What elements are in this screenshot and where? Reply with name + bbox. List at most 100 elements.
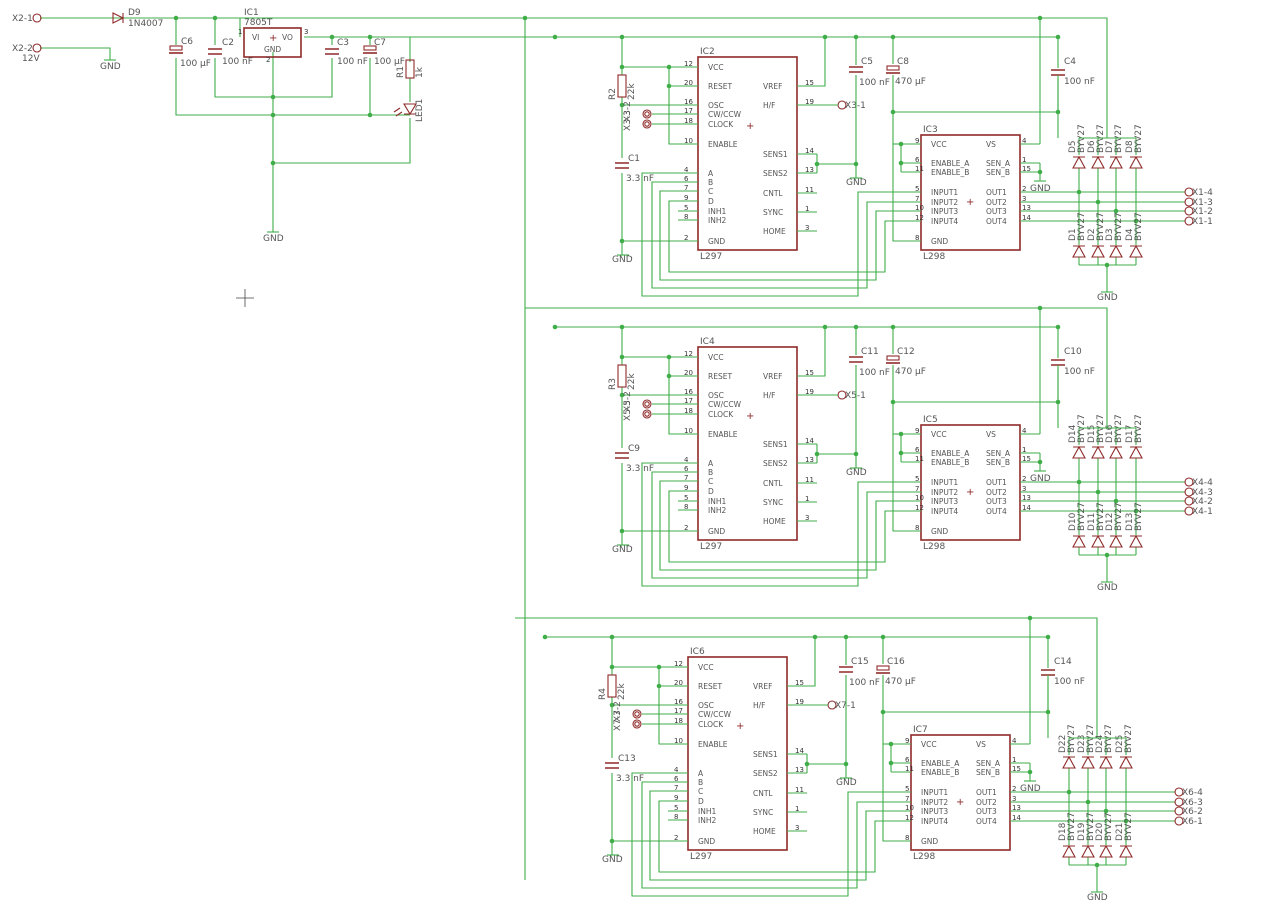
diode-type: BYV27 [1134,124,1144,153]
resistor [617,74,627,98]
pin-number-l298: 14 [1022,504,1031,512]
pin-name-l298: OUT3 [986,497,1007,506]
pin-name-l298: OUT2 [986,488,1007,497]
diode-name: D17 [1125,425,1135,443]
capacitor-c6: C6 100 µF [169,37,211,69]
gnd-label: GND [836,778,857,788]
pin-name-l297: INH1 [708,207,726,216]
svg-text:100 nF: 100 nF [337,57,368,67]
pin-number-l297: 5 [684,494,688,502]
connector-label: X3-2 [623,101,633,122]
capacitor-value: 100 nF [859,368,890,378]
pin-number-l297: 6 [684,175,689,183]
capacitor-c7: C7 100 µF [363,38,405,67]
svg-text:100 µF: 100 µF [180,59,211,69]
pin-number-l297: 2 [674,834,678,842]
diode-bottom [1072,534,1086,548]
pin-name-l297: SENS2 [763,459,788,468]
capacitor-vs [1041,669,1055,676]
pin-name-l297: B [708,178,713,187]
pin-name-l298: OUT2 [976,798,997,807]
capacitor-name: C4 [1064,57,1076,67]
diode-bottom [1091,534,1105,548]
connector-output [1174,816,1184,826]
diode-name: D3 [1105,228,1115,241]
connector-label: X5-2 [623,391,633,412]
diode-type: BYV27 [1067,812,1077,841]
pin-number-l297: 18 [684,117,693,125]
ic-l298-name: IC3 [923,125,938,135]
pin-name-l297: VCC [708,63,724,72]
pin-name-l297: VREF [763,372,782,381]
pin-name-l297: SENS1 [763,150,788,159]
pin-name-l298: VS [976,740,986,749]
resistor-r1: R1 1k [396,59,425,79]
connector-output [1184,506,1194,516]
pin-number-l297: 2 [684,234,688,242]
connector-label: X1-1 [1192,217,1213,227]
pin-name-l298: ENABLE_B [931,168,969,177]
capacitor-c2: C2 100 nF [208,38,253,67]
capacitor-value: 100 nF [1064,77,1095,87]
pin-name-l298: OUT1 [976,788,997,797]
connector-input [642,409,652,419]
pin-number-l297: 20 [684,369,693,377]
ic-l298-type: L298 [913,852,935,862]
pin-number-l298: 6 [915,446,920,454]
resistor-value: 22k [617,683,627,700]
connector-label: X1-4 [1192,188,1213,198]
diode-name: D20 [1095,822,1105,841]
pin-number-l297: 17 [684,107,693,115]
capacitor-value: 470 µF [895,367,926,377]
pin-name-l297: SYNC [753,808,773,817]
diode-name: D22 [1058,735,1068,753]
capacitor-value: 100 nF [849,678,880,688]
capacitor-elko [886,65,900,71]
pin-number-l297: 8 [684,503,688,511]
diode-top [1119,755,1133,769]
pin-name-l297: CNTL [763,479,783,488]
diode-name: D21 [1115,823,1125,841]
diode-name: D7 [1105,140,1115,153]
diode-bottom [1072,244,1086,258]
pin-name-l297: C [708,187,713,196]
capacitor-elko [876,665,890,671]
capacitor-name: C12 [897,347,915,357]
diode-type: BYV27 [1134,212,1144,241]
pin-name-l297: INH2 [708,216,726,225]
connector-input [632,719,642,729]
ic-l298-name: IC5 [923,415,938,425]
pin-name-l297: CW/CCW [708,110,742,119]
gnd-label: GND [612,545,633,555]
pin-number-l298: 8 [915,524,919,532]
capacitor-osc [615,162,629,169]
svg-text:100 nF: 100 nF [222,57,253,67]
pin-name-l298: ENABLE_B [931,458,969,467]
pin-number-l297: 6 [684,465,689,473]
diode-type: BYV27 [1124,812,1134,841]
stage-1: IC2L297+VCC12RESET20OSC16CW/CCW17CLOCK18… [522,15,1213,303]
pin-name-l298: INPUT3 [931,497,958,506]
pin-name-l298: ENABLE_B [921,768,959,777]
pin-number-l298: 1 [1012,756,1016,764]
pin-name-l297: VREF [763,82,782,91]
diode-type: BYV27 [1114,124,1124,153]
diode-type: BYV27 [1114,212,1124,241]
power-supply: X2-1 X2-2 12V GND D9 1N4007 IC1 7805T VI… [12,8,1035,880]
connector-input-inner [634,711,640,717]
pin-name-l297: RESET [698,682,722,691]
pin-name-l297: SENS1 [753,750,778,759]
capacitor-vs [1051,69,1065,76]
svg-text:C7: C7 [374,38,386,48]
diode-name: D13 [1125,513,1135,531]
connector-label: X3-3 [623,110,633,131]
capacitor-name: C5 [861,57,873,67]
pin-name-l297: GND [698,837,715,846]
gnd-label: GND [602,855,623,865]
pin-name-l297: D [708,487,714,496]
resistor [617,364,627,388]
pin-name-l298: INPUT2 [921,798,948,807]
diode-name: D6 [1087,140,1097,153]
stage-3: IC6L297+VCC12RESET20OSC16CW/CCW17CLOCK18… [515,615,1203,903]
connector-output [1184,496,1194,506]
